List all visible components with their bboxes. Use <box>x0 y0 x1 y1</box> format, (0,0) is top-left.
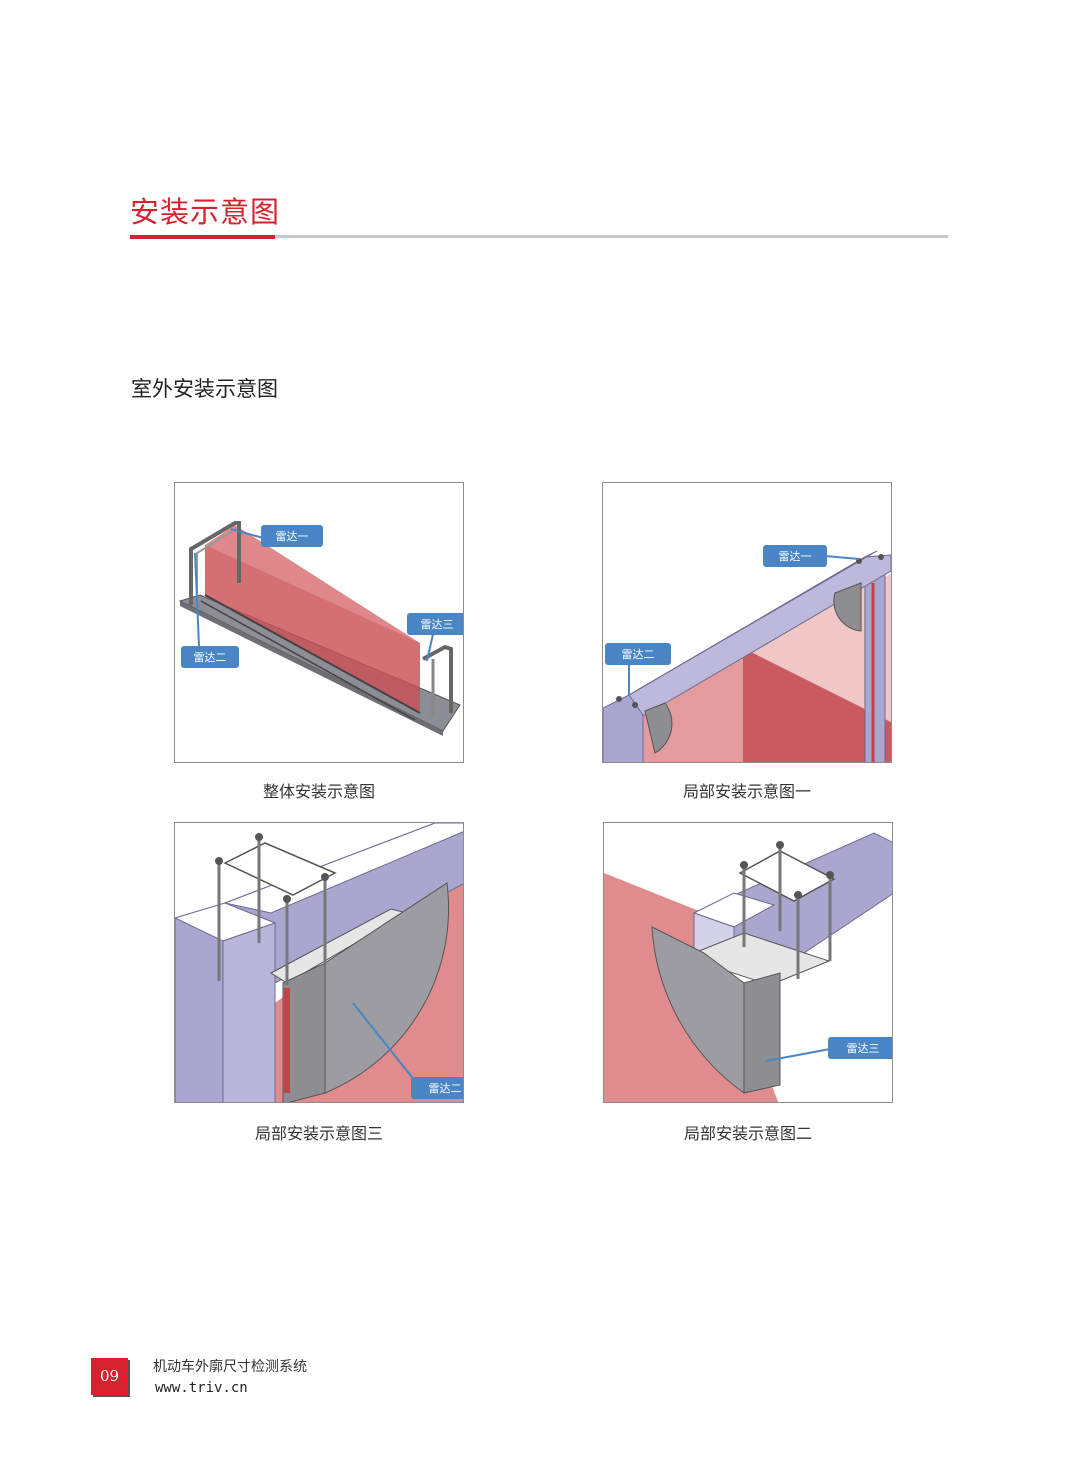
figure-caption: 局部安装示意图二 <box>683 1124 812 1143</box>
ground-slab-edge <box>180 601 443 736</box>
bolt <box>616 696 622 702</box>
bolt <box>255 833 263 841</box>
gantry-frame-far <box>422 644 453 713</box>
bolt <box>776 841 784 849</box>
bolt <box>794 891 802 899</box>
rail-line <box>204 594 421 714</box>
gantry-post-right <box>864 562 886 762</box>
figure-caption: 整体安装示意图 <box>262 782 375 801</box>
bolt <box>878 554 884 560</box>
figure-caption: 局部安装示意图一 <box>682 782 811 801</box>
radar-beam-plane <box>205 525 420 713</box>
callout-label: 雷达二 <box>622 648 655 661</box>
callout-radar-three <box>407 613 463 635</box>
partial-installation-one-diagram: 雷达一 雷达二 <box>603 545 891 762</box>
partial-installation-two-diagram: 雷达三 <box>604 832 892 1102</box>
radar-beam-plane <box>743 648 891 762</box>
callout-leader <box>230 528 264 539</box>
crossbeam-top <box>628 550 878 696</box>
figure-frame: 雷达二 <box>174 822 464 1103</box>
radar-head-one <box>833 582 862 632</box>
callout-leader <box>824 555 860 560</box>
callout-label: 雷达二 <box>429 1082 462 1095</box>
radar-beam-shade <box>205 545 420 713</box>
page-title: 安装示意图 <box>130 195 281 229</box>
bolt <box>632 702 638 708</box>
callout-label: 雷达二 <box>194 651 227 664</box>
figure-frame: 雷达三 <box>603 822 893 1103</box>
radar-head-two <box>644 702 673 754</box>
title-accent-bar <box>130 235 275 239</box>
figure-frame: 雷达一 雷达二 <box>602 482 892 763</box>
callout-label: 雷达一 <box>779 550 812 563</box>
top-mounting-plate <box>738 850 836 902</box>
footer-website: www.triv.cn <box>155 1380 248 1396</box>
radar-head-two <box>324 882 450 1094</box>
callout-leader <box>426 633 434 662</box>
gantry-frame-near <box>189 521 241 605</box>
bolt <box>826 871 834 879</box>
bolt <box>321 873 329 881</box>
bolt <box>740 861 748 869</box>
callout-leader <box>765 1048 831 1062</box>
overall-installation-diagram: 雷达一 雷达二 雷达三 <box>178 521 463 736</box>
callout-radar-two <box>411 1077 463 1099</box>
callout-radar-three <box>828 1037 892 1059</box>
page-number: 09 <box>99 1367 120 1385</box>
page-number-badge <box>91 1358 128 1395</box>
figure-frame: 雷达一 雷达二 雷达三 <box>174 482 464 763</box>
callout-leader <box>194 552 200 647</box>
footer-product-name: 机动车外廓尺寸检测系统 <box>153 1359 307 1375</box>
callout-radar-one <box>763 545 827 567</box>
title-divider <box>130 235 948 238</box>
top-mounting-plate <box>223 842 337 896</box>
callout-label: 雷达一 <box>276 530 309 543</box>
bolt <box>215 857 223 865</box>
callout-label: 雷达三 <box>421 618 454 631</box>
callout-radar-two <box>605 643 671 665</box>
callout-radar-one <box>261 525 323 547</box>
callout-radar-two <box>181 646 239 668</box>
radar-housing <box>743 972 781 1094</box>
callout-leader <box>352 1002 416 1082</box>
gantry-post-left <box>603 694 644 762</box>
section-heading: 室外安装示意图 <box>131 377 278 401</box>
figure-caption: 局部安装示意图三 <box>254 1124 383 1143</box>
post-face <box>222 922 276 1102</box>
rail-line <box>200 600 416 721</box>
callout-label: 雷达三 <box>847 1042 880 1055</box>
bolt <box>283 895 291 903</box>
partial-installation-three-diagram: 雷达二 <box>175 823 463 1102</box>
